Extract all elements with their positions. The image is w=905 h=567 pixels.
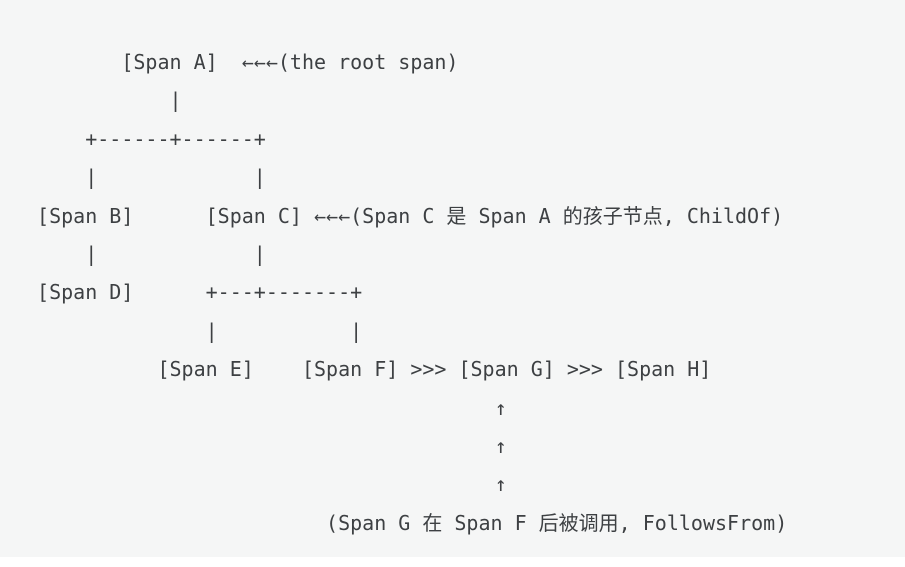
ascii-line-span-b-c: [Span B] [Span C] ←←←(Span C 是 Span A 的孩… — [25, 203, 784, 228]
ascii-line-connector-4: | | — [25, 318, 363, 343]
ascii-line-connector-3: | | — [25, 241, 266, 266]
span-tree-ascii-diagram: [Span A] ←←←(the root span) | +------+--… — [25, 43, 880, 542]
ascii-line-connector-1: | — [25, 88, 182, 113]
ascii-line-up-arrow-1: ↑ — [25, 395, 507, 420]
ascii-line-up-arrow-3: ↑ — [25, 472, 507, 497]
ascii-line-followsfrom: (Span G 在 Span F 后被调用, FollowsFrom) — [25, 510, 788, 535]
ascii-line-span-e-f-g-h: [Span E] [Span F] >>> [Span G] >>> [Span… — [25, 357, 712, 382]
ascii-line-root-span: [Span A] ←←←(the root span) — [25, 50, 459, 74]
ascii-line-up-arrow-2: ↑ — [25, 433, 507, 458]
ascii-line-connector-2: | | — [25, 165, 266, 190]
ascii-line-span-d-branch: [Span D] +---+-------+ — [25, 280, 363, 305]
ascii-line-branch-top: +------+------+ — [25, 126, 266, 151]
